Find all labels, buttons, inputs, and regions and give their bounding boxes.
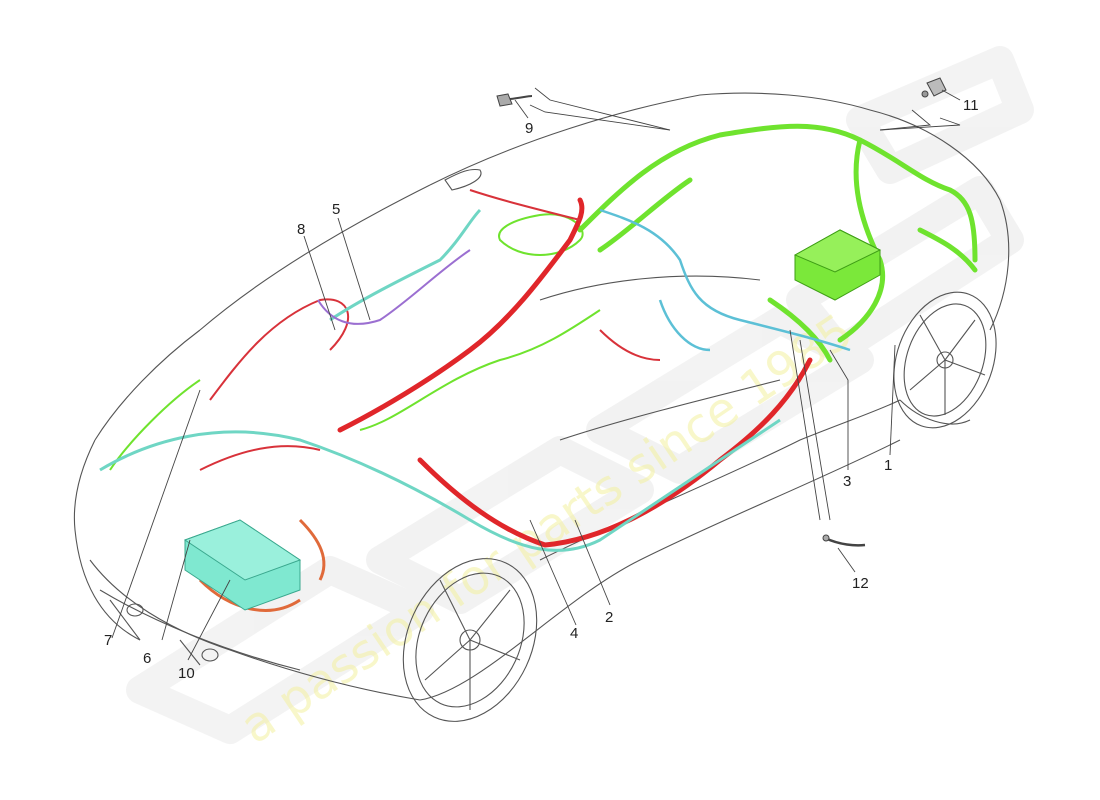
watermark-text: a passion for parts since 1985: [230, 303, 862, 755]
callout-1: 1: [884, 457, 892, 474]
callout-6: 6: [143, 650, 151, 667]
car-body-outline: [73, 92, 1010, 722]
harness-green-thin: [109, 213, 601, 471]
harness-blue: [599, 208, 851, 352]
watermark-logo: [126, 46, 1034, 744]
callout-4: 4: [570, 625, 578, 642]
control-module-front: [183, 519, 302, 611]
harness-purple: [317, 249, 471, 325]
fuse-box-rear: [793, 229, 882, 301]
callout-10: 10: [178, 665, 195, 682]
callout-2: 2: [605, 609, 613, 626]
leader-lines: [111, 87, 961, 661]
callout-3: 3: [843, 473, 851, 490]
harness-red-thin: [199, 189, 661, 471]
part-11-sensor: [921, 77, 947, 98]
harness-teal: [99, 208, 781, 552]
part-12-bracket: [822, 534, 866, 547]
callout-11: 11: [963, 97, 979, 114]
part-9-connector: [496, 93, 533, 107]
callout-9: 9: [525, 120, 533, 137]
callout-8: 8: [297, 221, 305, 238]
callout-5: 5: [332, 201, 340, 218]
callout-7: 7: [104, 632, 112, 649]
callout-12: 12: [852, 575, 869, 592]
harness-green-rear: [577, 123, 978, 363]
